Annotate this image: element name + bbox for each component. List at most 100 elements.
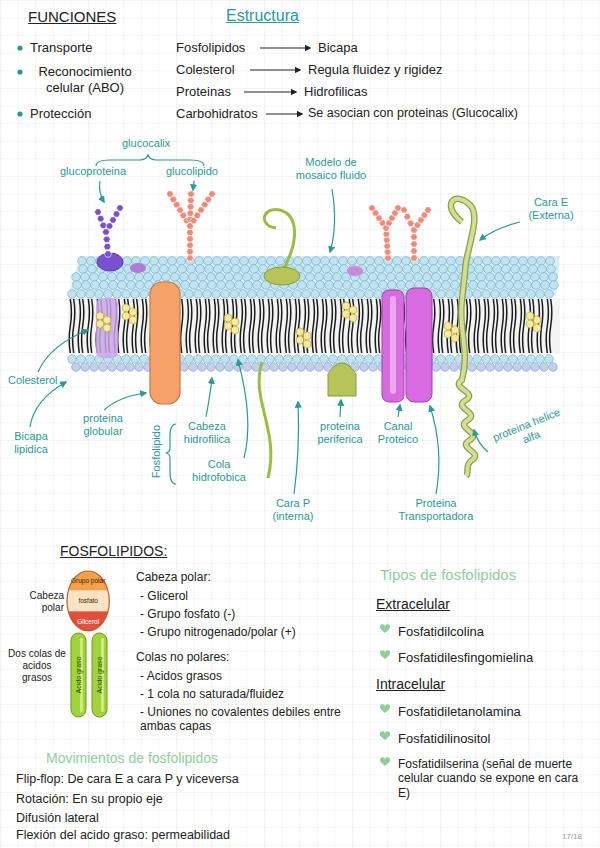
fatty-acid-tail (267, 299, 269, 353)
polar-head (239, 355, 248, 364)
polar-head (546, 257, 555, 266)
fatty-acid-tail (523, 299, 525, 353)
polar-head (528, 257, 537, 266)
fatty-acid-tail (213, 299, 215, 353)
text-label: Fosfolipido (150, 425, 163, 478)
polar-head (339, 257, 348, 266)
polar-head (199, 281, 208, 290)
heart-bullets (380, 624, 390, 766)
polar-head (230, 355, 239, 364)
polar-head (385, 265, 394, 274)
leader (340, 400, 341, 417)
polar-head (491, 290, 500, 299)
text-label: Fosfatidiletanolamina (398, 704, 521, 720)
text-label: proteina periferica (310, 420, 370, 446)
polar-head (185, 290, 194, 299)
head-band (66, 591, 110, 612)
text-label: Regula fluidez y rigidez (308, 62, 442, 78)
tail-outline (71, 633, 86, 717)
sugar-unit (187, 210, 194, 216)
leader (100, 181, 105, 202)
heading: Estructura (226, 6, 299, 25)
polar-head (160, 265, 169, 274)
polar-head (194, 355, 203, 364)
page-number: 17/18 (562, 832, 582, 842)
polar-head (86, 355, 95, 364)
cholesterol-ring (533, 324, 540, 333)
sugar-unit (100, 222, 107, 228)
polar-head (79, 265, 88, 274)
leader (330, 189, 335, 252)
polar-head (356, 355, 365, 364)
polar-head (87, 257, 96, 266)
fatty-acid-tail (276, 299, 278, 353)
polar-head (537, 257, 546, 266)
fatty-acid-tail (136, 299, 138, 353)
polar-head (177, 257, 186, 266)
fatty-acid-tail (361, 299, 363, 353)
polar-head (477, 273, 486, 282)
cholesterol (96, 302, 540, 349)
sugar-unit (109, 217, 116, 223)
polar-head (311, 355, 320, 364)
polar-head (126, 363, 135, 372)
cholesterol-ring (231, 318, 238, 327)
polar-head (77, 290, 86, 299)
fatty-acid-tail (375, 299, 377, 353)
polar-head (288, 363, 297, 372)
polar-head (474, 257, 483, 266)
leader (38, 330, 88, 372)
arrow (244, 91, 296, 92)
cholesterol-ring (224, 322, 231, 331)
polar-head (527, 290, 536, 299)
surface-protein (347, 266, 363, 276)
polar-head (306, 363, 315, 372)
polar-head (249, 257, 258, 266)
text-label: Flip-flop: De cara E a cara P y vicevers… (16, 772, 239, 787)
polar-head (208, 281, 217, 290)
polar-head (446, 355, 455, 364)
text-label: - Acidos grasos (140, 669, 222, 683)
polar-head (321, 257, 330, 266)
polar-head (352, 281, 361, 290)
sugar-unit (186, 249, 193, 255)
polar-head (181, 281, 190, 290)
polar-head (195, 257, 204, 266)
polar-head (159, 257, 168, 266)
polar-head (88, 265, 97, 274)
cholesterol-ring (296, 336, 303, 345)
polar-head (442, 281, 451, 290)
bullet (17, 111, 22, 116)
text-label: Modelo de mosaico fluido (290, 156, 372, 182)
polar-head (378, 273, 387, 282)
fatty-acid-tail (294, 299, 296, 353)
sugar-unit (187, 204, 194, 210)
fatty-acid-tail (298, 299, 300, 353)
polar-head (306, 273, 315, 282)
leader (30, 382, 66, 427)
sugar-unit (383, 231, 390, 237)
text-label: Cola hidrofobica (186, 458, 252, 484)
polar-head (379, 281, 388, 290)
text-label: Cabeza polar: (136, 570, 211, 584)
polar-head (356, 290, 365, 299)
fatty-acid-tail (442, 299, 444, 353)
polar-head (529, 265, 538, 274)
polar-head (90, 273, 99, 282)
fatty-acid-tail (469, 299, 471, 353)
node-text-group: Acido graso (75, 657, 83, 694)
polar-head (388, 281, 397, 290)
sugar-unit (383, 237, 390, 243)
protein-strand (264, 209, 294, 272)
polar-head (518, 355, 527, 364)
polar-head (315, 273, 324, 282)
fatty-acid-tail (510, 299, 512, 353)
polar-head (420, 257, 429, 266)
text-label: - Grupo nitrogenado/polar (+) (140, 625, 296, 639)
cholesterol-ring (303, 340, 310, 349)
polar-head (214, 265, 223, 274)
polar-head (484, 265, 493, 274)
polar-head (68, 355, 77, 364)
polar-head (232, 265, 241, 274)
fatty-acid-tail (339, 299, 341, 353)
